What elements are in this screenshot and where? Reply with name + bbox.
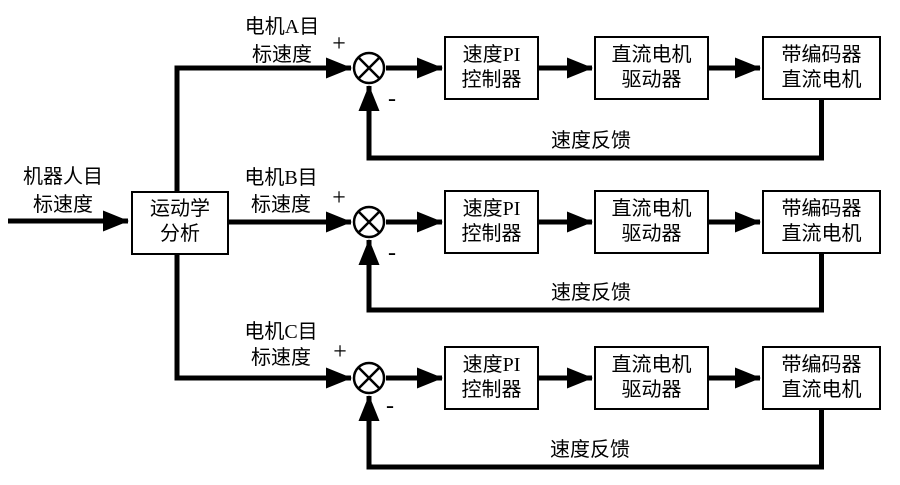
controller-label-c-line2: 控制器 (462, 378, 522, 401)
sum-junction-c-cross-icon (357, 366, 381, 390)
controller-label-c-line1: 速度PI (463, 353, 521, 376)
motor-b-target-label-line1: 电机B目 (244, 166, 317, 189)
target-speed-wire-c (174, 253, 352, 389)
target-speed-wire-a (174, 57, 352, 193)
feedback-wire-a (358, 85, 824, 161)
driver-box-b (594, 190, 709, 254)
feedback-label-a: 速度反馈 (551, 129, 631, 152)
feedback-label-b: 速度反馈 (551, 281, 631, 304)
feedback-label-c: 速度反馈 (550, 438, 630, 461)
sum-junction-b-cross-icon (357, 210, 381, 234)
controller-box-b (444, 190, 539, 254)
minus-sign-c: - (386, 393, 394, 419)
motor-label-a-line2: 直流电机 (782, 68, 862, 91)
motor-label-c-line1: 带编码器 (782, 353, 862, 376)
channel-c: 电机C目 标速度 + - 速度PI 控制器 直流电机 驱动器 带编码器 直流电机… (244, 320, 881, 461)
motor-a-target-label-line1: 电机A目 (245, 15, 319, 38)
plus-sign-a: + (332, 31, 346, 57)
driver-label-a-line1: 直流电机 (612, 43, 692, 66)
controller-box-a (444, 36, 539, 100)
channel-c-wires (174, 253, 824, 470)
motor-label-c-line2: 直流电机 (782, 378, 862, 401)
controller-box-c (444, 346, 539, 410)
minus-sign-a: - (388, 86, 396, 112)
driver-label-c-line2: 驱动器 (622, 378, 682, 401)
channel-b: 电机B目 标速度 + - 速度PI 控制器 直流电机 驱动器 带编码器 直流电机… (244, 166, 881, 304)
kinematics-block: 运动学 分析 (131, 191, 229, 255)
plus-sign-c: + (333, 339, 347, 365)
kinematics-label-line2: 分析 (160, 222, 200, 245)
motor-b-target-label-line2: 标速度 (251, 193, 311, 216)
motor-box-c (762, 346, 881, 410)
channel-a-wires (174, 57, 824, 193)
driver-label-b-line1: 直流电机 (612, 197, 692, 220)
feedback-wire-b (358, 239, 824, 313)
minus-sign-b: - (388, 240, 396, 266)
motor-label-a-line1: 带编码器 (782, 43, 862, 66)
motor-box-a (762, 36, 881, 100)
controller-label-b-line1: 速度PI (463, 197, 521, 220)
driver-label-c-line1: 直流电机 (612, 353, 692, 376)
sum-junction-a-cross-icon (357, 56, 381, 80)
driver-box-c (594, 346, 709, 410)
channel-a: 电机A目 标速度 + - 速度PI 控制器 直流电机 驱动器 带编码器 直流电机… (245, 15, 881, 152)
controller-label-a-line1: 速度PI (463, 43, 521, 66)
robot-target-speed-label-line1: 机器人目 (23, 165, 103, 188)
controller-label-a-line2: 控制器 (462, 68, 522, 91)
motor-a-target-label-line2: 标速度 (252, 43, 312, 66)
kinematics-label-line1: 运动学 (150, 197, 210, 220)
controller-label-b-line2: 控制器 (462, 222, 522, 245)
motor-c-target-label-line1: 电机C目 (244, 320, 317, 343)
input-section: 机器人目 标速度 (8, 165, 129, 232)
motor-c-target-label-line2: 标速度 (251, 346, 311, 369)
feedback-wire-c (358, 395, 824, 470)
motor-label-b-line1: 带编码器 (782, 197, 862, 220)
kinematics-box (131, 191, 229, 255)
driver-label-b-line2: 驱动器 (622, 222, 682, 245)
driver-label-a-line2: 驱动器 (622, 68, 682, 91)
motor-label-b-line2: 直流电机 (782, 222, 862, 245)
robot-target-speed-label-line2: 标速度 (33, 193, 93, 216)
plus-sign-b: + (332, 185, 346, 211)
motor-box-b (762, 190, 881, 254)
channel-b-wires (228, 211, 824, 313)
driver-box-a (594, 36, 709, 100)
